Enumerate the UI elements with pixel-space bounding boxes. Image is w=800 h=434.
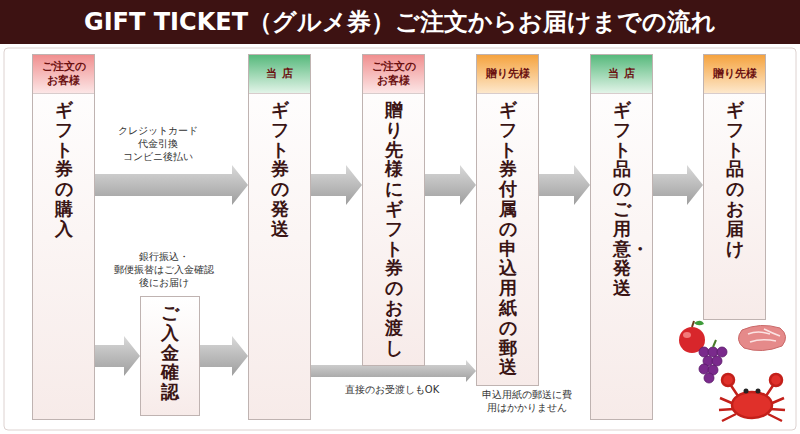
meat-icon <box>738 325 785 350</box>
step-text: ギフト品のお届け <box>726 100 744 258</box>
edge-label: 直接のお受渡しもOK <box>322 383 462 396</box>
process-box: ご入金確認 <box>140 296 200 416</box>
flow-arrow <box>653 165 703 205</box>
title: GIFT TICKET（グルメ券）ご注文からお届けまでの流れ <box>84 6 716 38</box>
actor-label: 贈り先様 <box>486 67 530 81</box>
process-box: 当店ギフト券の発送 <box>248 54 311 420</box>
actor-label: ご注文のお客様 <box>370 60 418 88</box>
title-bar: GIFT TICKET（グルメ券）ご注文からお届けまでの流れ <box>0 0 800 44</box>
edge-label: クレジットカード 代金引換 コンビニ後払い <box>108 124 208 163</box>
box-header: 贈り先様 <box>704 55 765 94</box>
step-text: ギフト券付属の申込用紙の郵送 <box>499 100 517 377</box>
step-text: ご入金確認 <box>161 303 179 402</box>
step-text: 贈り先様にギフト券のお渡し <box>385 100 403 357</box>
box-header: 当店 <box>249 55 310 94</box>
process-box: 当店ギフト品のご用意・発送 <box>590 54 653 420</box>
step-text: ギフト品のご用意・発送 <box>613 100 631 298</box>
flow-arrow <box>95 165 248 205</box>
flow-arrow <box>425 165 476 205</box>
process-box: 贈り先様ギフト券付属の申込用紙の郵送 <box>476 54 539 386</box>
box-header: 当店 <box>591 55 652 94</box>
actor-label: 当店 <box>608 67 640 81</box>
flow-arrow <box>311 165 362 205</box>
frame <box>4 48 796 430</box>
process-box: ご注文のお客様贈り先様にギフト券のお渡し <box>362 54 425 366</box>
flow-arrow <box>200 336 248 376</box>
flow-arrow <box>539 165 590 205</box>
process-box: 贈り先様ギフト品のお届け <box>703 54 766 320</box>
actor-label: 当店 <box>266 67 298 81</box>
process-box: ご注文のお客様ギフト券の購入 <box>32 54 95 420</box>
note: 申込用紙の郵送に費用はかかりません <box>478 388 576 414</box>
actor-label: ご注文のお客様 <box>40 60 88 88</box>
box-header: ご注文のお客様 <box>33 55 94 94</box>
edge-label: 銀行振込・郵便振替はご入金確認後にお届け <box>110 250 218 289</box>
box-header: ご注文のお客様 <box>363 55 424 94</box>
actor-label: 贈り先様 <box>713 67 757 81</box>
crab-icon <box>719 374 785 421</box>
flow-arrow <box>95 336 140 376</box>
step-text: ギフト券の購入 <box>55 100 73 239</box>
box-header: 贈り先様 <box>477 55 538 94</box>
step-text: ギフト券の発送 <box>271 100 289 239</box>
